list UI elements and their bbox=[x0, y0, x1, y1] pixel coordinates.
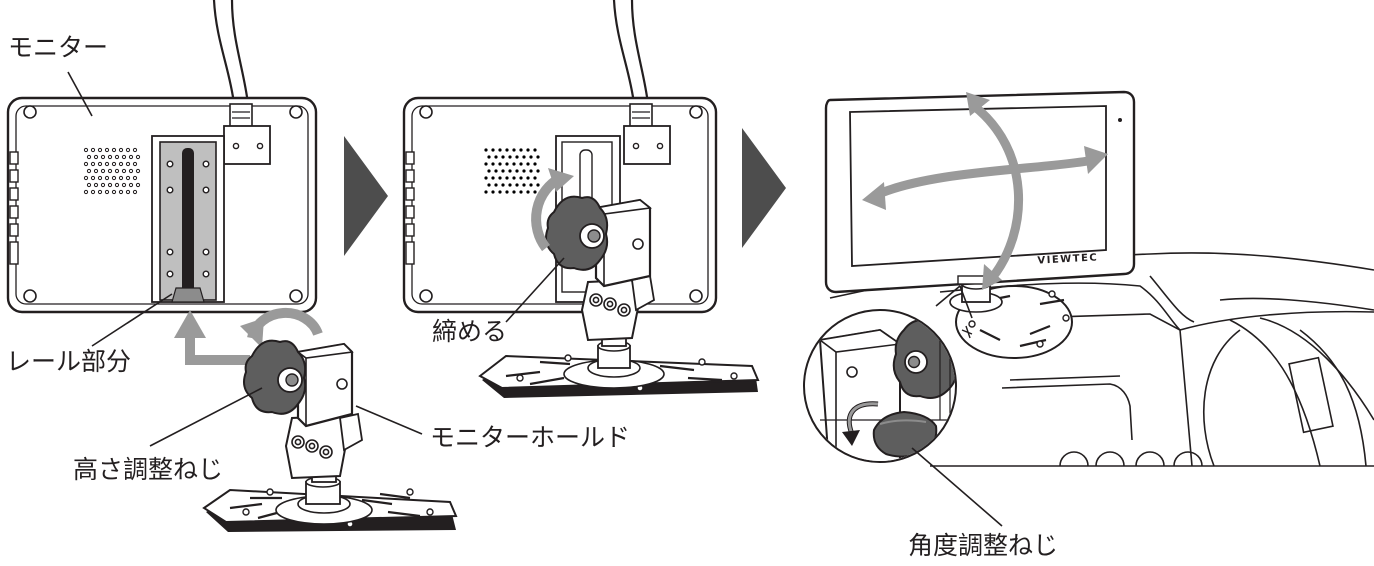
step-arrow-icon-2 bbox=[742, 128, 786, 248]
panel-2-attached bbox=[402, 0, 760, 398]
vertical-tilt-arrow-icon bbox=[971, 102, 1024, 281]
tighten-arrow-icon bbox=[531, 173, 563, 252]
label-height-screw: 高さ調整ねじ bbox=[73, 455, 224, 484]
height-screw-knob-2 bbox=[545, 195, 609, 271]
label-rail-part: レール部分 bbox=[6, 347, 132, 376]
step-arrow-icon-1 bbox=[344, 136, 388, 256]
horizontal-swivel-arrow-icon bbox=[872, 155, 1095, 201]
label-monitor: モニター bbox=[8, 33, 109, 62]
monitor-screen bbox=[849, 105, 1107, 267]
loosen-arrow-icon bbox=[847, 402, 879, 435]
label-angle-screw: 角度調整ねじ bbox=[908, 531, 1059, 560]
height-screw-knob bbox=[243, 339, 307, 415]
monitor-cable bbox=[212, 0, 250, 105]
label-monitor-holder: モニターホールド bbox=[430, 423, 631, 452]
panel-1-monitor-back bbox=[6, 0, 323, 365]
move-arrow-icon bbox=[185, 334, 250, 365]
angle-screw-knob bbox=[872, 410, 938, 458]
brand-logo: VIEWTEC bbox=[1037, 252, 1098, 266]
label-tighten: 締める bbox=[432, 317, 508, 346]
dashboard bbox=[829, 252, 1374, 467]
panel-3-installed: VIEWTEC bbox=[803, 90, 1374, 527]
monitor-holder-assembly-1 bbox=[149, 339, 458, 532]
